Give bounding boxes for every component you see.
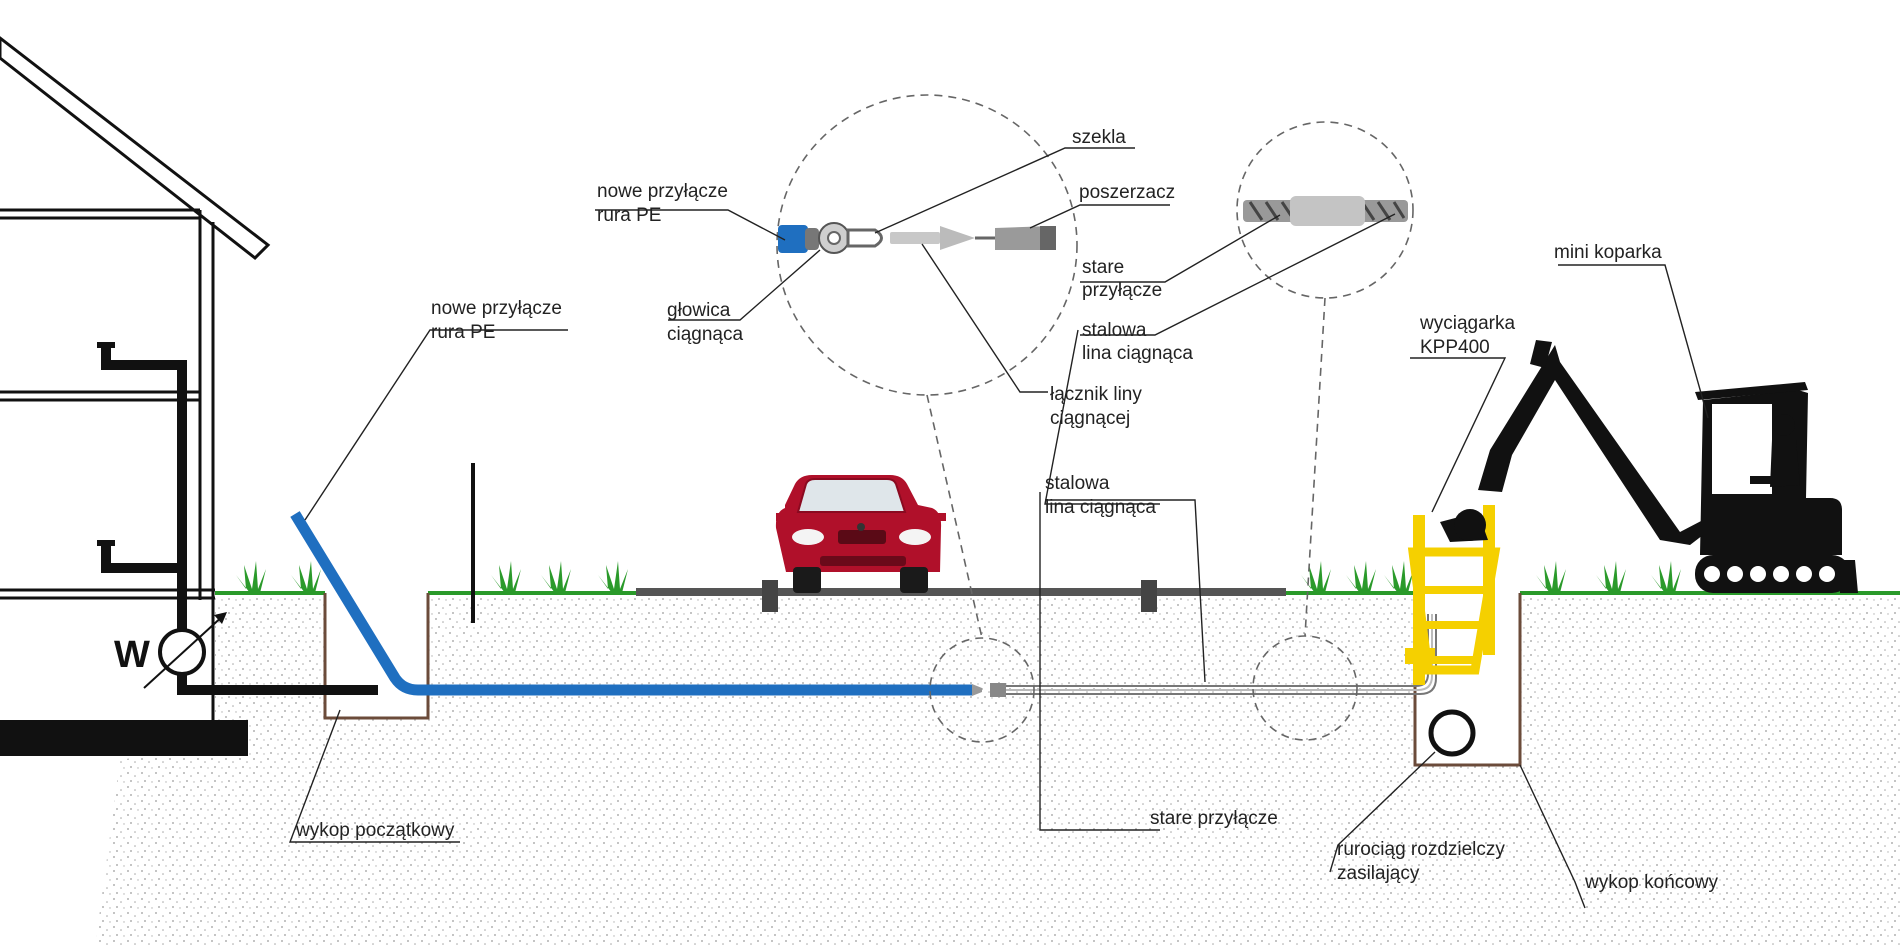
label-winch-1: wyciągarka [1419,313,1515,334]
ground [95,593,1900,948]
label-steel-rope-main-1: stalowa [1045,473,1110,494]
label-distribution-main-1: rurociąg rozdzielczy [1337,839,1505,860]
initial-trench [323,593,430,720]
label-new-pe-pipe-detail-1: nowe przyłącze [597,181,728,202]
label-old-connection-detail-2: przyłącze [1082,280,1162,301]
label-steel-rope-main-2: lina ciągnąca [1045,497,1156,518]
label-final-trench: wykop końcowy [1584,872,1719,893]
label-shackle: szekla [1072,127,1126,148]
label-distribution-main-2: zasilający [1337,863,1420,884]
car [775,475,946,593]
label-pulling-head-2: ciągnąca [667,324,743,345]
pulling-head-detail [778,222,1056,254]
label-expander: poszerzacz [1079,182,1175,203]
new-pe-pipe [290,511,972,696]
label-mini-excavator: mini koparka [1554,242,1662,263]
grass-surface [215,561,1900,595]
label-old-connection-main: stare przyłącze [1150,808,1278,829]
label-new-pe-pipe-left-2: rura PE [431,322,495,343]
label-winch-2: KPP400 [1420,337,1490,358]
detail-callouts [776,94,1414,743]
label-old-connection-detail-1: stare [1082,257,1124,278]
label-new-pe-pipe-detail-2: rura PE [597,205,661,226]
house-water-pipes [97,342,378,695]
house [0,36,271,756]
pipe-cone-tip [972,684,982,696]
label-steel-rope-detail-2: lina ciągnąca [1082,343,1193,364]
rope-connector-small [990,683,1006,697]
label-pulling-head-1: głowica [667,300,731,321]
steel-rope-detail [1243,196,1408,226]
water-meter-label: W [114,634,150,676]
label-rope-connector-2: ciągnącej [1050,408,1130,429]
labels: nowe przyłącze rura PE wykop początkowy … [295,127,1719,893]
mini-excavator [1478,340,1858,593]
winch-kpp400 [1405,505,1501,685]
label-rope-connector-1: łącznik liny [1050,384,1142,405]
label-initial-trench: wykop początkowy [295,820,455,841]
label-leaders [288,147,1709,909]
road [636,580,1286,612]
distribution-main-pipe [1428,709,1476,757]
water-meter-icon: W [114,612,227,689]
label-steel-rope-detail-1: stalowa [1082,320,1147,341]
label-new-pe-pipe-left-1: nowe przyłącze [431,298,562,319]
